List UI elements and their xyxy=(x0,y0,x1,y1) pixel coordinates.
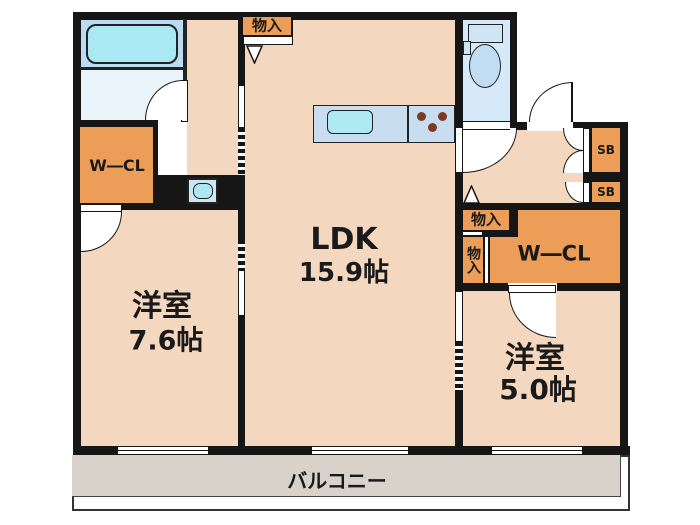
wcl-right xyxy=(488,208,622,285)
folding-door-marker-top xyxy=(246,45,263,64)
wall-wcl-right-notch-h xyxy=(482,228,518,237)
washroom-vestibule xyxy=(158,120,187,177)
storage-right-2 xyxy=(461,235,485,285)
wall-bedroom-left-top xyxy=(80,203,238,210)
wcl-right-label: W―CL xyxy=(517,241,591,266)
kitchen-sink xyxy=(327,110,373,134)
stove-burner-1 xyxy=(417,112,426,121)
shoebox-2-label: SB xyxy=(597,185,615,199)
wall-bath-divider xyxy=(80,67,183,70)
entrance-door-arc xyxy=(529,82,573,122)
storage-right-2-label: 物入 xyxy=(465,246,481,274)
stove-burner-2 xyxy=(438,112,447,121)
balcony-label: バルコニー xyxy=(287,469,387,493)
bedroom-left-name: 洋室 xyxy=(132,289,192,324)
sliding-door-bedroom-left xyxy=(238,270,245,316)
sliding-door-corridor-ldk xyxy=(238,85,245,128)
sliding-door-track-corridor-ldk xyxy=(238,128,245,175)
bedroom-right-door-leaf xyxy=(508,285,556,293)
ldk-size: 15.9帖 xyxy=(298,258,390,288)
bedroom-left-size: 7.6帖 xyxy=(128,325,204,357)
door-leaf-ldk-hall xyxy=(455,127,463,173)
toilet-door xyxy=(463,121,510,130)
folding-door-marker-right xyxy=(463,185,480,204)
balcony-deck xyxy=(72,455,621,497)
wall-sb-mid xyxy=(583,173,628,182)
storage-top-label: 物入 xyxy=(251,16,283,35)
shoebox-1 xyxy=(590,126,622,174)
wcl-left-door-leaf xyxy=(80,204,122,212)
window-bedroom-right xyxy=(492,447,582,454)
wall-top xyxy=(73,12,517,20)
wall-bath-right xyxy=(183,19,187,80)
bedroom-left-floor xyxy=(80,207,238,447)
wcl-left-label: W―CL xyxy=(89,156,145,175)
sliding-door-track-bedroom-left xyxy=(238,240,245,270)
storage-right-1-label: 物入 xyxy=(470,210,502,229)
wall-ldk-right xyxy=(455,12,463,446)
bathtub xyxy=(86,24,178,64)
wall-hall-bottom xyxy=(455,203,628,210)
sliding-door-bedroom-right xyxy=(455,291,463,342)
wall-ldk-left xyxy=(238,12,245,446)
entrance-opening xyxy=(527,121,573,131)
window-ldk xyxy=(312,447,408,454)
bedroom-right-name: 洋室 xyxy=(505,341,565,376)
washbasin xyxy=(193,183,213,199)
wall-wcl-right-notch-v xyxy=(510,208,518,237)
toilet-flush-handle xyxy=(463,41,471,55)
wall-wcl-left-right xyxy=(153,120,158,207)
shoebox-1-label: SB xyxy=(597,143,615,157)
wall-toilet-right xyxy=(510,12,517,130)
ldk-floor xyxy=(245,19,455,446)
shoebox-2 xyxy=(590,180,622,204)
toilet-tank xyxy=(468,24,503,43)
stove-burner-3 xyxy=(428,123,437,132)
storage-top-door xyxy=(243,36,293,45)
kitchen-counter-divider xyxy=(407,105,409,143)
storage-right-1 xyxy=(461,208,511,232)
bedroom-right-size: 5.0帖 xyxy=(499,373,577,406)
washbasin-nook-floor xyxy=(190,170,220,179)
ldk-name: LDK xyxy=(310,222,378,257)
wall-left xyxy=(73,12,81,455)
sliding-door-track-bedroom-right xyxy=(455,342,463,390)
corridor-floor xyxy=(187,19,238,177)
shoebox-2-door xyxy=(583,182,590,203)
shoebox-1-door xyxy=(583,128,590,173)
toilet-bowl xyxy=(469,44,501,88)
wall-washroom-bottom xyxy=(80,120,158,125)
window-bedroom-left xyxy=(118,447,208,454)
